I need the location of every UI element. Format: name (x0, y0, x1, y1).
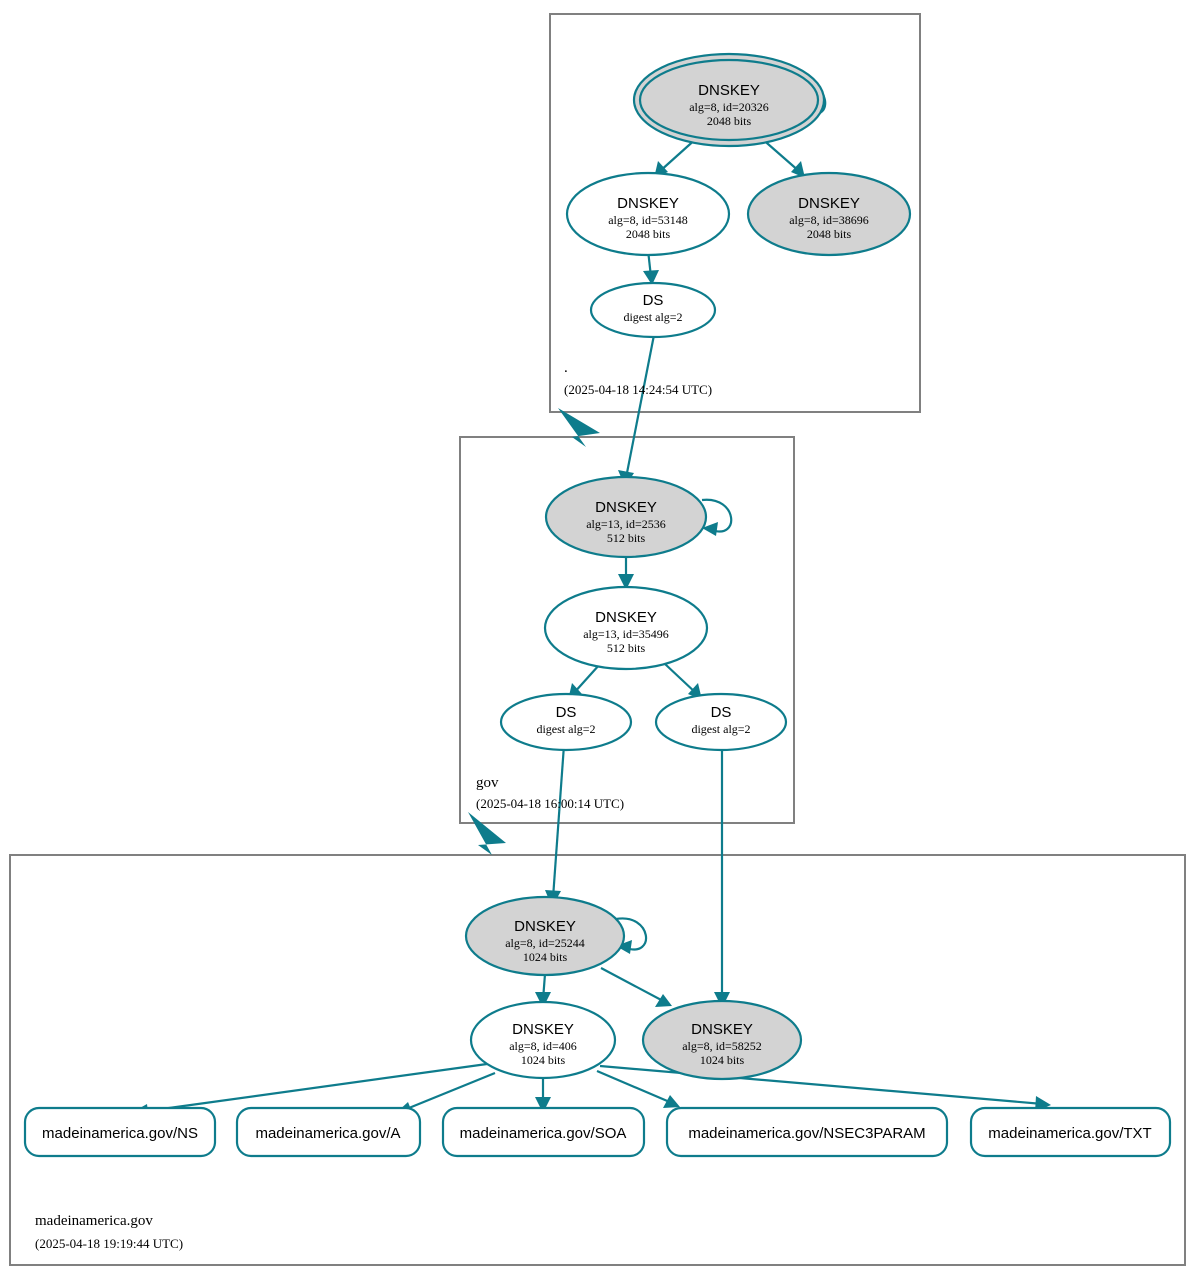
node-title: DS (711, 704, 732, 721)
node-detail-line2: alg=8, id=25244 (505, 936, 585, 950)
node-dnskey-mia-58252[interactable]: DNSKEY alg=8, id=58252 1024 bits (641, 999, 803, 1081)
node-title: DNSKEY (595, 499, 657, 516)
node-title: DNSKEY (595, 609, 657, 626)
edge-self-sign-mia-ksk (615, 917, 648, 954)
node-ds-gov-right[interactable]: DS digest alg=2 (654, 692, 788, 752)
rrset-outline (235, 1106, 422, 1158)
node-detail-line3: 2048 bits (807, 227, 852, 241)
rrset-outline (441, 1106, 646, 1158)
node-outline (565, 171, 731, 257)
node-dnskey-root-53148[interactable]: DNSKEY alg=8, id=53148 2048 bits (565, 171, 731, 257)
edge-mia-zsk-to-nsec3param (596, 1069, 680, 1108)
node-outline-inner (638, 58, 820, 142)
node-dnskey-gov-35496[interactable]: DNSKEY alg=13, id=35496 512 bits (543, 585, 709, 671)
node-title: DNSKEY (617, 195, 679, 212)
node-title: DNSKEY (798, 195, 860, 212)
edge-mia-ksk-to-zsk406 (535, 973, 551, 1008)
node-outline (544, 475, 708, 559)
node-detail-line3: 1024 bits (700, 1053, 745, 1067)
delegation-arrow-gov-to-madeinamerica (468, 812, 506, 855)
node-title: DS (643, 292, 664, 309)
node-detail-line2: digest alg=2 (623, 310, 682, 324)
node-detail-line2: alg=8, id=58252 (682, 1039, 762, 1053)
node-outline (464, 895, 626, 977)
node-detail-line2: alg=8, id=20326 (689, 100, 769, 114)
node-title: DNSKEY (698, 82, 760, 99)
node-detail-line3: 1024 bits (523, 950, 568, 964)
node-detail-line3: 1024 bits (521, 1053, 566, 1067)
zone-label-gov: gov (476, 775, 499, 791)
node-detail-line2: alg=8, id=406 (509, 1039, 577, 1053)
node-title: DNSKEY (514, 918, 576, 935)
node-outline (641, 999, 803, 1081)
node-outline (589, 281, 717, 339)
rrset-outline (969, 1106, 1172, 1158)
edge-mia-zsk-to-soa (535, 1078, 551, 1113)
node-outline (499, 692, 633, 752)
node-dnskey-gov-2536[interactable]: DNSKEY alg=13, id=2536 512 bits (544, 475, 708, 559)
node-outline (746, 171, 912, 257)
zone-timestamp-madeinamerica: (2025-04-18 19:19:44 UTC) (35, 1236, 183, 1251)
node-dnskey-root-38696[interactable]: DNSKEY alg=8, id=38696 2048 bits (746, 171, 912, 257)
edge-self-sign-gov-ksk (701, 498, 733, 536)
node-detail-line3: 2048 bits (626, 227, 671, 241)
node-title: DS (556, 704, 577, 721)
node-detail-line3: 512 bits (607, 531, 646, 545)
node-outline (469, 1000, 617, 1080)
zone-timestamp-gov: (2025-04-18 16:00:14 UTC) (476, 796, 624, 811)
rrset-madeinamerica-txt[interactable]: madeinamerica.gov/TXT (969, 1106, 1172, 1158)
node-detail-line2: alg=13, id=35496 (583, 627, 669, 641)
zone-label-madeinamerica: madeinamerica.gov (35, 1213, 153, 1229)
node-ds-root-gov[interactable]: DS digest alg=2 (589, 281, 717, 339)
delegation-arrow-root-to-gov (558, 408, 600, 447)
rrset-label: madeinamerica.gov/NS (42, 1125, 198, 1142)
rrset-label: madeinamerica.gov/SOA (460, 1125, 627, 1142)
node-detail-line2: alg=8, id=38696 (789, 213, 869, 227)
node-outline (654, 692, 788, 752)
node-detail-line3: 2048 bits (707, 114, 752, 128)
node-detail-line2: alg=8, id=53148 (608, 213, 688, 227)
zone-timestamp-root: (2025-04-18 14:24:54 UTC) (564, 382, 712, 397)
node-detail-line3: 512 bits (607, 641, 646, 655)
node-detail-line2: alg=13, id=2536 (586, 517, 666, 531)
node-detail-line2: digest alg=2 (536, 722, 595, 736)
node-detail-line2: digest alg=2 (691, 722, 750, 736)
node-dnskey-mia-25244[interactable]: DNSKEY alg=8, id=25244 1024 bits (464, 895, 626, 977)
zone-label-root: . (564, 360, 568, 376)
rrset-label: madeinamerica.gov/A (255, 1125, 400, 1142)
rrset-outline (665, 1106, 949, 1158)
rrset-label: madeinamerica.gov/TXT (988, 1125, 1151, 1142)
node-ds-gov-left[interactable]: DS digest alg=2 (499, 692, 633, 752)
edge-mia-ksk-to-key58252 (600, 967, 672, 1007)
node-dnskey-mia-406[interactable]: DNSKEY alg=8, id=406 1024 bits (469, 1000, 617, 1080)
rrset-outline (23, 1106, 217, 1158)
node-dnskey-root-20326[interactable]: DNSKEY alg=8, id=20326 2048 bits (632, 52, 826, 148)
rrset-madeinamerica-ns[interactable]: madeinamerica.gov/NS (23, 1106, 217, 1158)
node-outline (543, 585, 709, 671)
node-title: DNSKEY (691, 1021, 753, 1038)
rrset-label: madeinamerica.gov/NSEC3PARAM (688, 1125, 925, 1142)
rrset-madeinamerica-soa[interactable]: madeinamerica.gov/SOA (441, 1106, 646, 1158)
edge-gov-ksk-to-zsk (618, 556, 634, 590)
rrset-madeinamerica-nsec3param[interactable]: madeinamerica.gov/NSEC3PARAM (665, 1106, 949, 1158)
rrset-madeinamerica-a[interactable]: madeinamerica.gov/A (235, 1106, 422, 1158)
node-title: DNSKEY (512, 1021, 574, 1038)
